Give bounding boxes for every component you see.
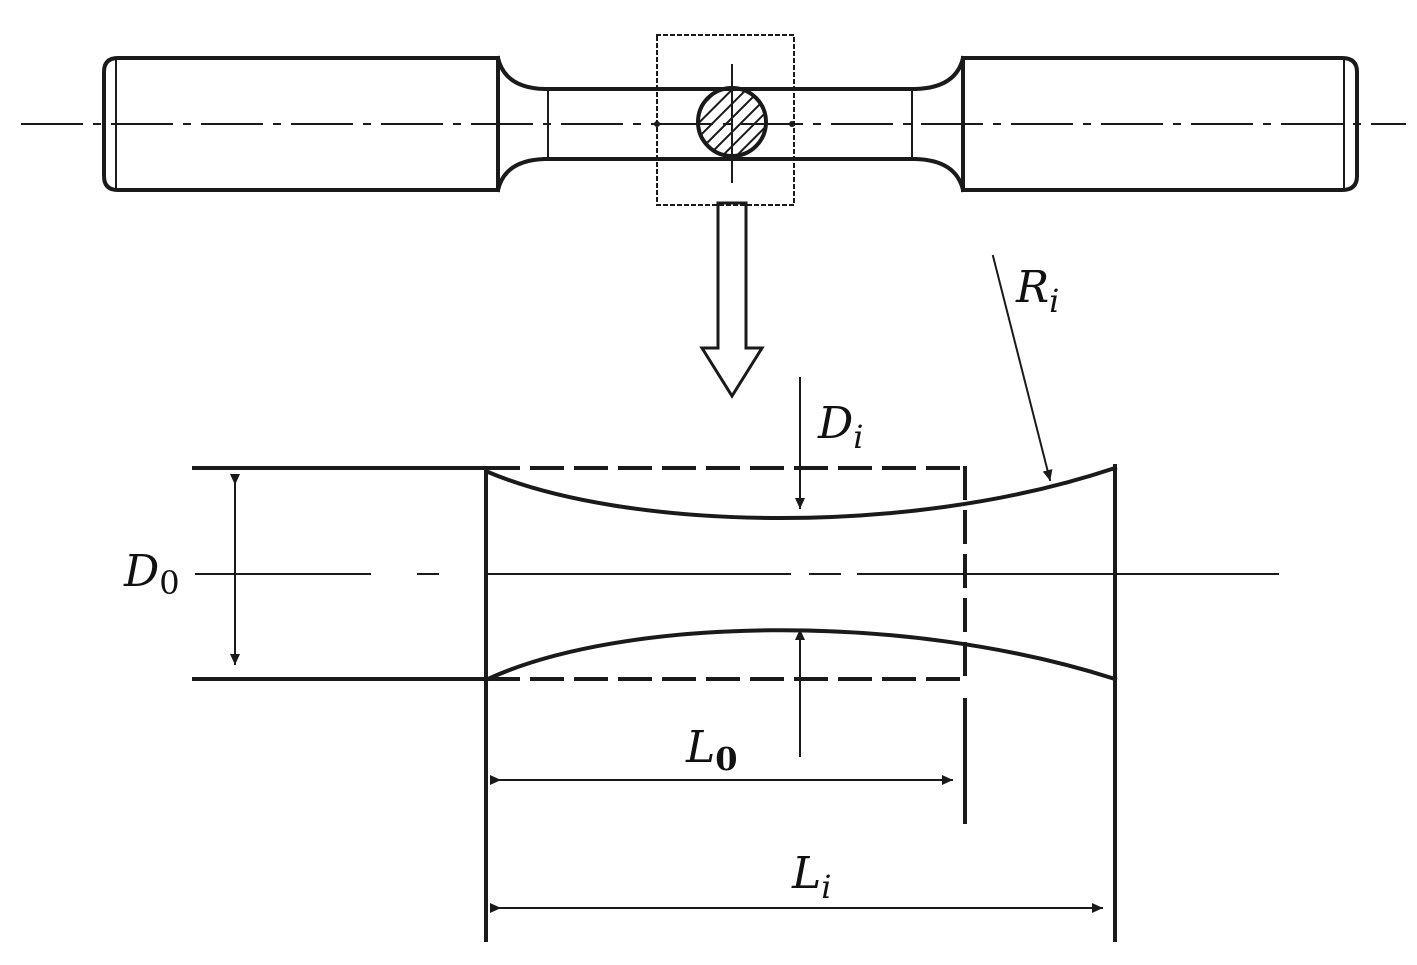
left-grip [102,56,500,192]
initial-length-label-sub: 0 [715,740,737,778]
specimen-overview [21,34,1406,206]
radius-label-sub: i [1049,282,1059,320]
initial-diameter-label-main: D [123,546,159,597]
right-fillet-top [912,55,966,92]
left-fillet-top [495,55,548,92]
current-length-label-main: L [791,848,821,899]
initial-length-label-main: L [685,722,715,773]
right-grip [961,56,1359,192]
current-diameter-label: Di [817,398,864,456]
initial-length-label: L0 [685,722,737,778]
initial-diameter-label: D0 [123,546,180,602]
right-fillet-bottom [912,156,966,193]
current-length-label-sub: i [821,868,831,906]
deformation-detail: Ri Di D0 L0 Li [123,254,1279,942]
deformed-bottom-profile [485,628,1118,682]
radius-label-main: R [1015,262,1049,313]
radius-leader [991,254,1053,482]
left-fillet-bottom [495,156,548,193]
detail-region-box [656,34,795,206]
magnify-arrow-icon [699,201,765,399]
initial-diameter-label-sub: 0 [159,564,179,602]
radius-label: Ri [1015,262,1059,320]
current-diameter-label-main: D [817,398,853,449]
current-length-label: Li [791,848,831,906]
deformed-top-profile [485,465,1118,520]
current-diameter-label-sub: i [853,418,863,456]
